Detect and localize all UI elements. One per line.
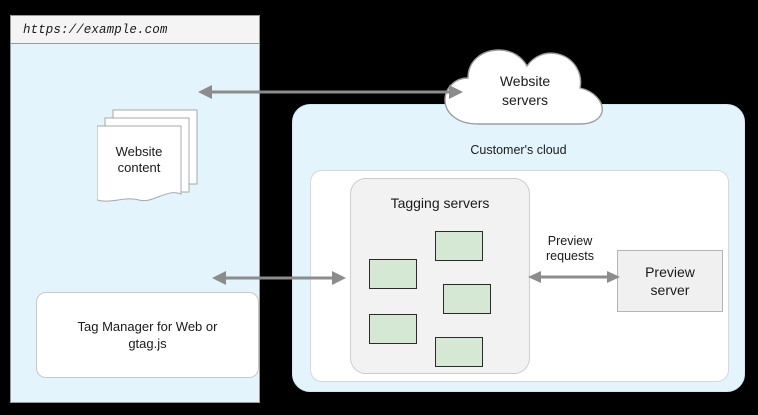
- preview-requests-line2: requests: [546, 249, 594, 263]
- tag-manager-line1: Tag Manager for Web or: [77, 319, 218, 334]
- preview-server-label: Preview server: [645, 263, 695, 299]
- document-stack-icon: [97, 109, 198, 202]
- customer-cloud-label: Customer's cloud: [470, 143, 567, 157]
- tag-manager-box: Tag Manager for Web or gtag.js: [36, 292, 259, 378]
- tagging-server-node: [435, 231, 483, 261]
- website-content-label: Website content: [97, 144, 181, 176]
- browser-viewport: Website content Tag Manager for Web or g…: [11, 44, 259, 402]
- tagging-server-node: [443, 284, 491, 314]
- website-servers-cloud-shape: [444, 49, 603, 125]
- tagging-server-node: [369, 314, 417, 344]
- arrow-tagmanager-to-tagging: [212, 271, 346, 285]
- website-content-document-stack: Website content: [97, 108, 199, 208]
- browser-url-text: https://example.com: [23, 22, 168, 37]
- preview-server-box: Preview server: [617, 250, 723, 312]
- tagging-server-node: [369, 259, 417, 289]
- tag-manager-line2: gtag.js: [128, 336, 167, 351]
- browser-url-bar[interactable]: https://example.com: [11, 16, 259, 44]
- tagging-servers-group: Tagging servers: [350, 178, 530, 374]
- tag-manager-label: Tag Manager for Web or gtag.js: [64, 318, 232, 352]
- tagging-servers-label: Tagging servers: [390, 195, 490, 211]
- website-content-line2: content: [117, 160, 161, 175]
- website-content-line1: Website: [115, 144, 163, 159]
- preview-server-label-line1: Preview: [645, 264, 695, 280]
- website-servers-line2: servers: [502, 92, 548, 108]
- preview-server-label-line2: server: [650, 282, 690, 298]
- website-servers-line1: Website: [499, 73, 551, 89]
- preview-requests-line1: Preview: [547, 234, 593, 248]
- preview-requests-label: Preview requests: [528, 234, 612, 264]
- tagging-server-node: [435, 337, 483, 367]
- arrow-content-to-servers: [198, 85, 463, 99]
- website-servers-label: Website servers: [442, 72, 608, 110]
- arrow-tagging-to-preview: [528, 271, 620, 283]
- browser-window: https://example.com Website content Tag …: [10, 15, 260, 403]
